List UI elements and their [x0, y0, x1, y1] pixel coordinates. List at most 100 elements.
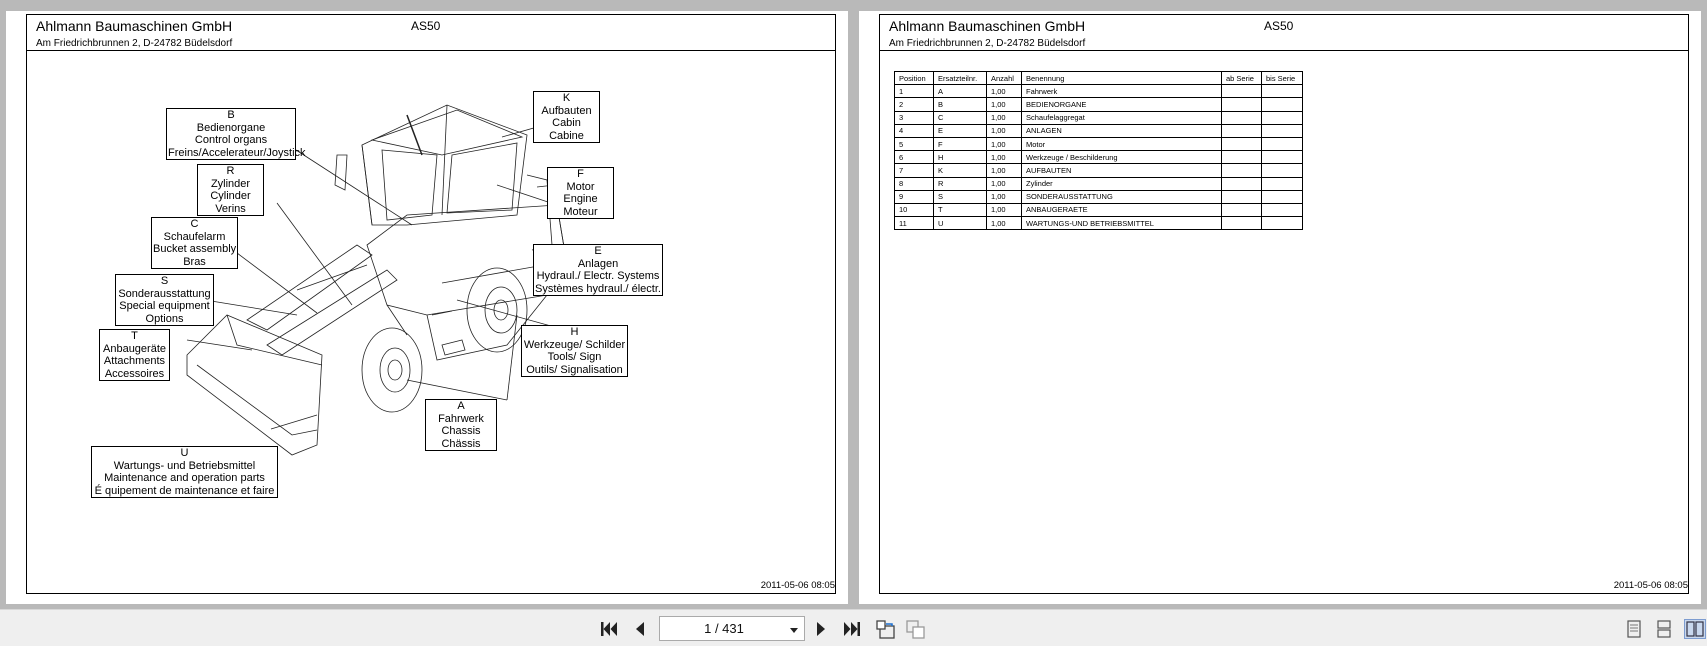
single-page-view-icon	[1627, 620, 1641, 638]
callout-line-en: Chassis	[441, 425, 481, 437]
callout-line-de: Werkzeuge/ Schilder	[523, 338, 626, 351]
rotate-button[interactable]	[876, 619, 896, 639]
single-page-view-button[interactable]	[1624, 619, 1644, 639]
callout-line-fr: Cabine	[549, 129, 584, 142]
page-number-selector[interactable]: 1 / 431	[659, 616, 805, 641]
cell-to-serial	[1261, 84, 1303, 99]
continuous-view-button[interactable]	[1654, 619, 1674, 639]
cell-to-serial	[1261, 189, 1303, 204]
callout-line-de: Anbaugeräte	[103, 342, 166, 355]
callout-line-fr: Systèmes hydraul./ électr.	[535, 282, 661, 295]
column-header-designation: Benennung	[1021, 70, 1222, 86]
callout-line-fr: Options	[145, 312, 184, 325]
cell-from-serial	[1221, 110, 1262, 125]
callout-line-de: Wartungs- und Betriebsmittel	[113, 459, 256, 472]
cell-quantity: 1,00	[986, 163, 1022, 178]
cell-part-number: B	[933, 97, 987, 112]
callout-e-systems[interactable]: E Anlagen Hydraul./ Electr. Systems Syst…	[533, 244, 663, 296]
cell-from-serial	[1221, 123, 1262, 138]
callout-line-en: Attachments	[103, 355, 166, 367]
cell-to-serial	[1261, 110, 1303, 125]
callout-h-tools-sign[interactable]: H Werkzeuge/ Schilder Tools/ Sign Outils…	[521, 325, 628, 377]
cell-position: 6	[894, 150, 934, 165]
column-header-position: Position	[894, 70, 934, 86]
cell-from-serial	[1221, 136, 1262, 152]
callout-s-special-equipment[interactable]: S Sonderausstattung Special equipment Op…	[115, 274, 214, 326]
cell-to-serial	[1261, 163, 1303, 178]
callout-code: C	[190, 218, 199, 230]
cell-position: 4	[894, 123, 934, 138]
document-viewer[interactable]: Ahlmann Baumaschinen GmbH Am Friedrichbr…	[0, 0, 1707, 609]
last-page-icon	[844, 622, 860, 636]
previous-page-button[interactable]	[630, 619, 650, 639]
continuous-view-icon	[1657, 620, 1671, 638]
callout-a-chassis[interactable]: A Fahrwerk Chassis Chässis	[425, 399, 497, 451]
callout-c-bucket-assembly[interactable]: C Schaufelarm Bucket assembly Bras	[151, 217, 238, 269]
callout-b-control-organs[interactable]: B Bedienorgane Control organs Freins/Acc…	[166, 108, 306, 160]
cell-to-serial	[1261, 176, 1303, 191]
callout-line-en: Control organs	[194, 134, 268, 146]
cell-quantity: 1,00	[986, 150, 1022, 165]
column-header-from-serial: ab Serie	[1221, 70, 1262, 86]
callout-code: B	[227, 109, 235, 121]
callout-code: K	[562, 92, 571, 104]
table-header-row: Position Ersatzteilnr. Anzahl Benennung …	[894, 70, 1303, 86]
cell-position: 3	[894, 110, 934, 125]
cell-part-number: S	[933, 189, 987, 204]
cell-to-serial	[1261, 136, 1303, 152]
model-number: AS50	[1264, 19, 1294, 33]
callout-code: S	[160, 275, 169, 287]
two-page-view-button[interactable]	[1684, 619, 1706, 639]
page-frame: Ahlmann Baumaschinen GmbH Am Friedrichbr…	[26, 14, 836, 594]
cell-part-number: H	[933, 150, 987, 165]
callout-u-maintenance-parts[interactable]: U Wartungs- und Betriebsmittel Maintenan…	[91, 446, 278, 498]
callout-f-engine[interactable]: F Motor Engine Moteur	[547, 167, 614, 219]
model-number: AS50	[411, 19, 441, 33]
cell-position: 5	[894, 136, 934, 152]
cell-designation: ANBAUGERAETE	[1021, 202, 1222, 218]
page-indicator: 1 / 431	[704, 621, 744, 636]
cell-quantity: 1,00	[986, 136, 1022, 152]
callout-line-de: Motor	[566, 180, 595, 193]
print-timestamp: 2011-05-06 08:05	[760, 580, 835, 591]
callout-code: H	[570, 326, 579, 338]
column-header-part-number: Ersatzteilnr.	[933, 70, 987, 86]
next-page-button[interactable]	[811, 619, 831, 639]
company-name: Ahlmann Baumaschinen GmbH	[36, 18, 233, 34]
callout-t-attachments[interactable]: T Anbaugeräte Attachments Accessoires	[99, 329, 170, 381]
cell-quantity: 1,00	[986, 110, 1022, 125]
cell-to-serial	[1261, 202, 1303, 218]
cell-quantity: 1,00	[986, 84, 1022, 99]
cell-part-number: A	[933, 84, 987, 99]
page-left: Ahlmann Baumaschinen GmbH Am Friedrichbr…	[6, 11, 848, 604]
callout-code: E	[594, 245, 602, 257]
callout-line-fr: Freins/Accelerateur/Joystick	[168, 146, 306, 159]
export-button[interactable]	[906, 619, 926, 639]
callout-line-fr: Bras	[183, 255, 206, 268]
company-address: Am Friedrichbrunnen 2, D-24782 Büdelsdor…	[889, 38, 1086, 49]
cell-position: 9	[894, 189, 934, 204]
callout-line-de: Schaufelarm	[163, 230, 226, 243]
callout-line-en: Maintenance and operation parts	[104, 472, 265, 484]
callout-code: R	[226, 165, 235, 177]
cell-designation: SONDERAUSSTATTUNG	[1021, 189, 1222, 204]
cell-designation: AUFBAUTEN	[1021, 163, 1222, 178]
callout-r-cylinder[interactable]: R Zylinder Cylinder Verins	[197, 164, 264, 216]
cell-part-number: U	[933, 216, 987, 231]
callout-line-en: Tools/ Sign	[547, 351, 602, 363]
last-page-button[interactable]	[842, 619, 862, 639]
cell-position: 10	[894, 202, 934, 218]
callout-line-en: Hydraul./ Electr. Systems	[536, 270, 660, 282]
next-page-icon	[817, 622, 825, 636]
callout-k-cabin[interactable]: K Aufbauten Cabin Cabine	[533, 91, 600, 143]
callout-line-en: Special equipment	[119, 300, 210, 312]
first-page-button[interactable]	[599, 619, 619, 639]
callout-line-fr: É quipement de maintenance et faire	[94, 484, 275, 497]
page-frame: Ahlmann Baumaschinen GmbH Am Friedrichbr…	[879, 14, 1689, 594]
callout-line-en: Engine	[563, 193, 598, 205]
